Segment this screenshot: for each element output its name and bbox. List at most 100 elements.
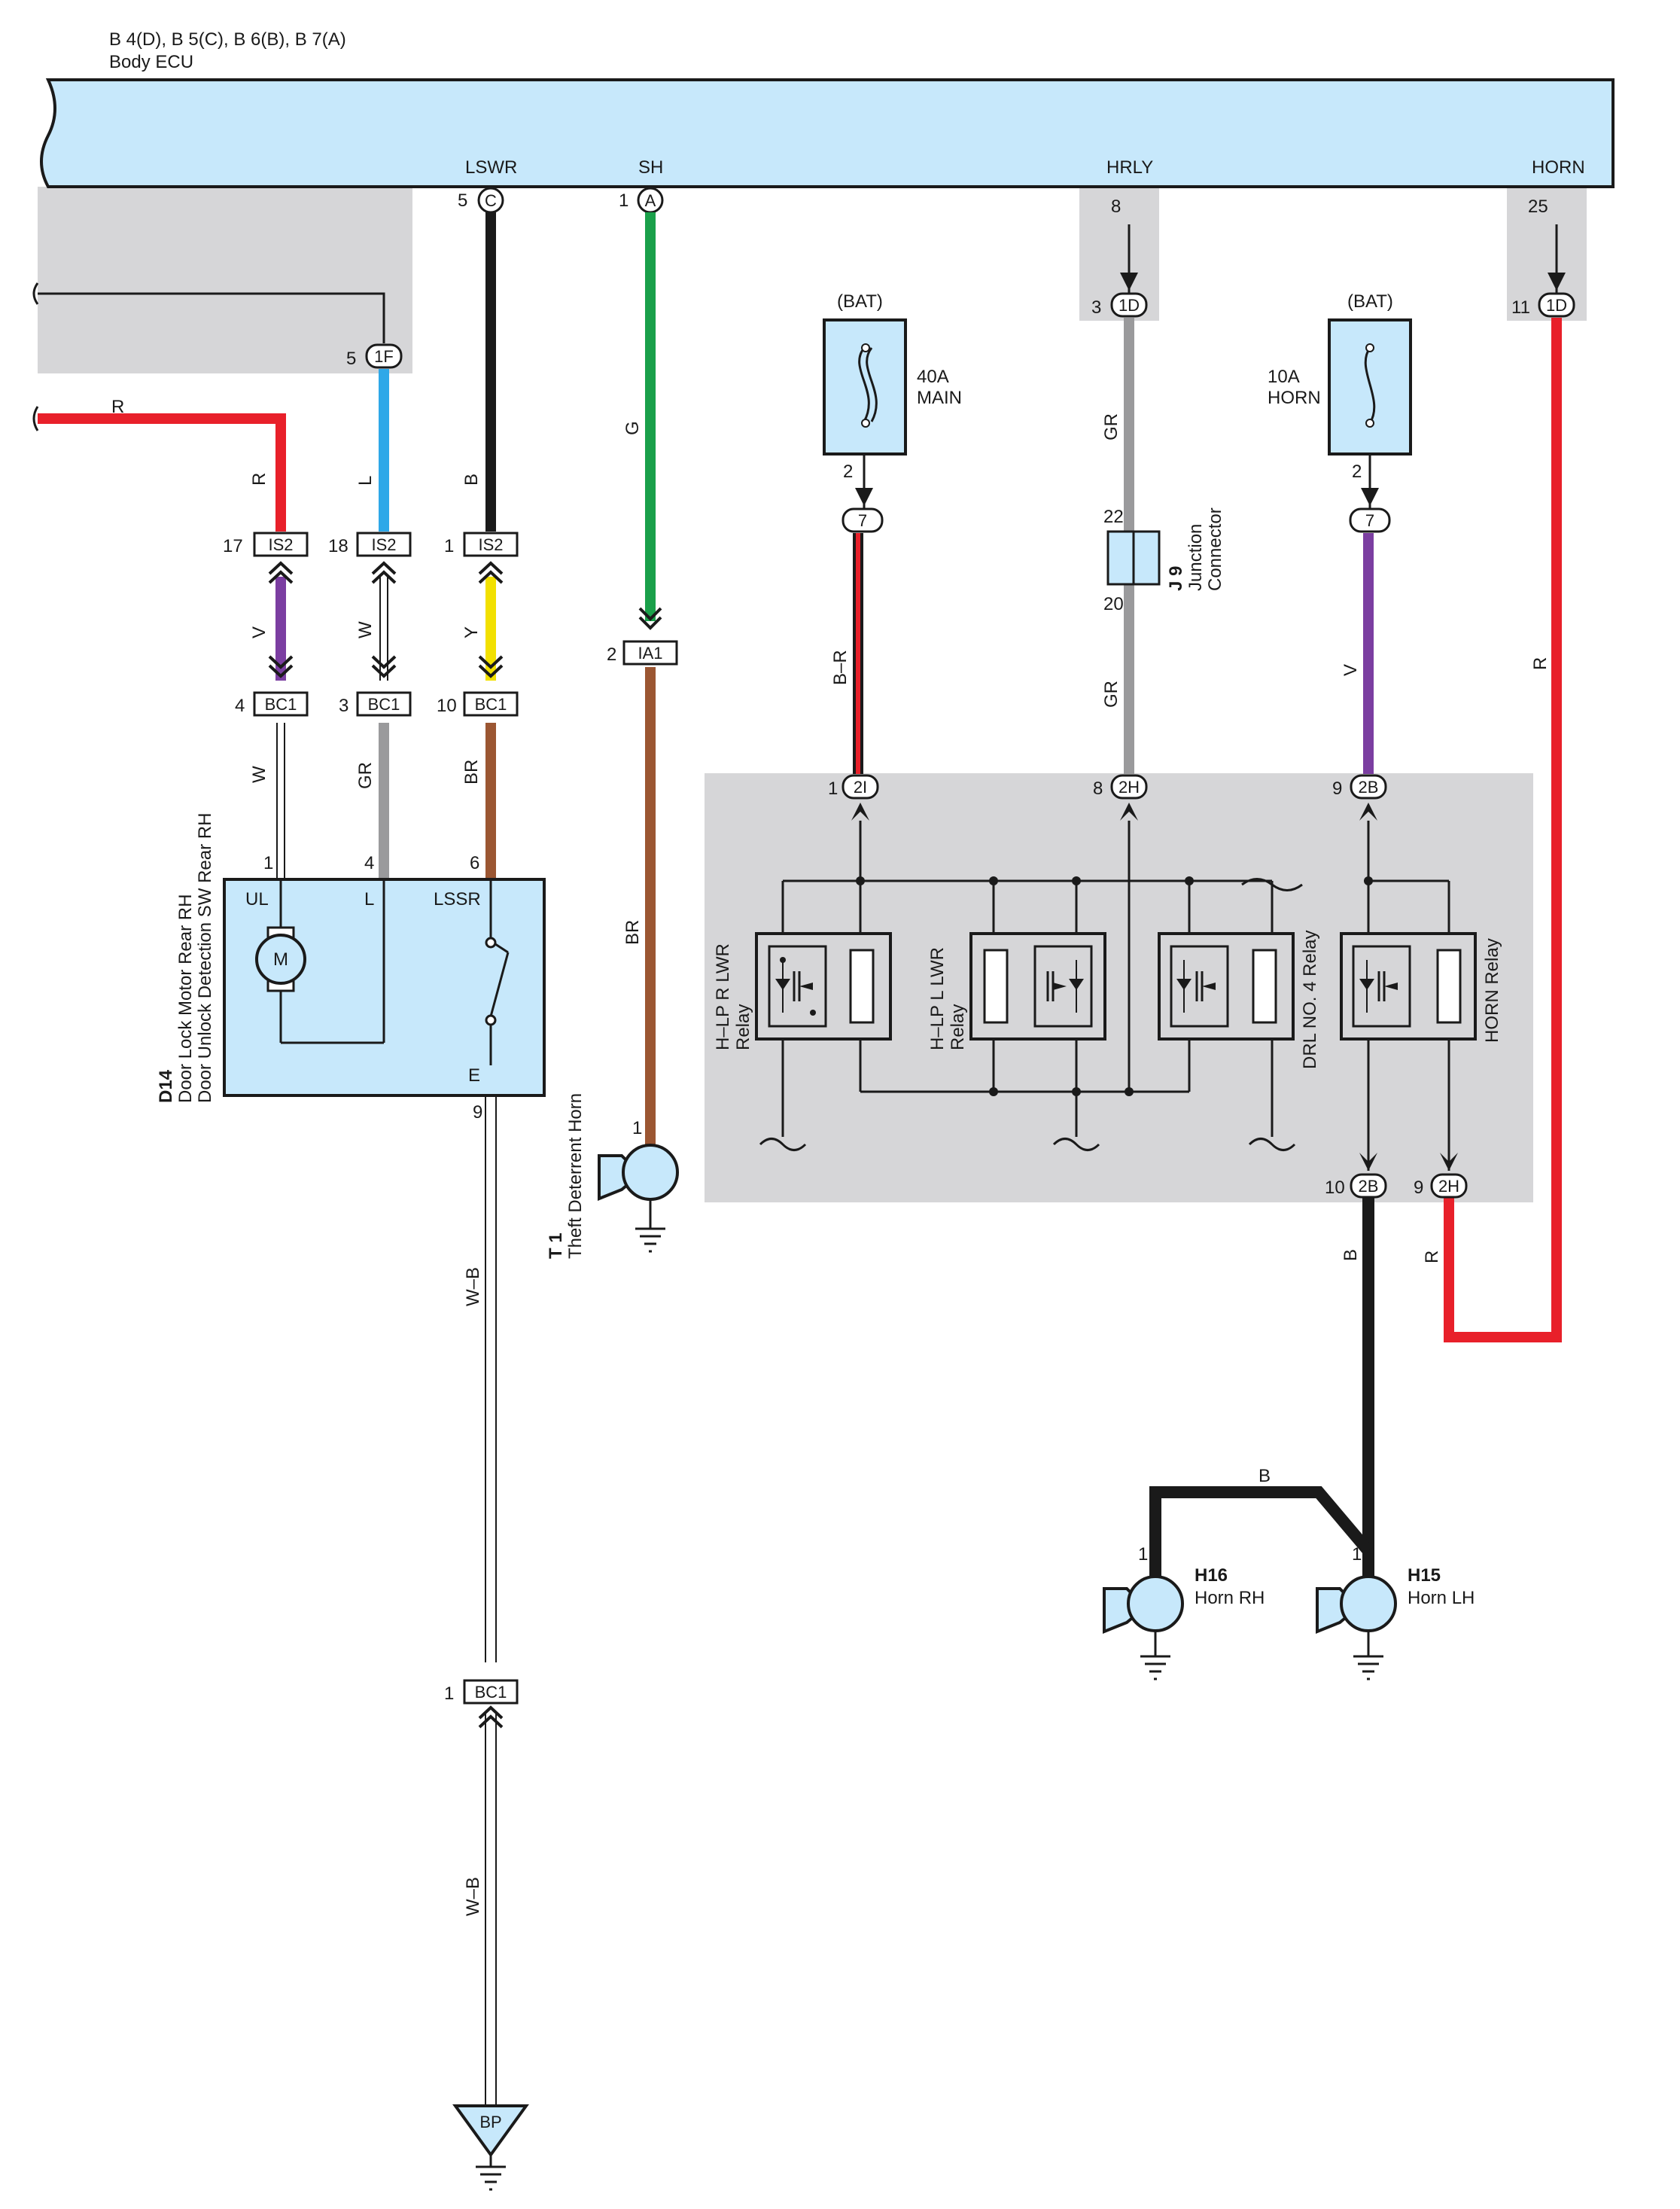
relay-hlp-l-label1: H–LP L LWR	[927, 947, 948, 1050]
relay-drl-label: DRL NO. 4 Relay	[1300, 931, 1320, 1070]
pin-lswr: 5	[458, 190, 467, 211]
wire-break-left	[32, 282, 39, 305]
fuse-main-name: MAIN	[917, 388, 962, 408]
relay-internal-wiring	[759, 821, 1450, 1171]
junction-id: J 9	[1166, 566, 1186, 591]
terminal-hrly: HRLY	[1106, 157, 1153, 178]
bp-ground-icon	[476, 2165, 506, 2191]
wire-label-w-is2: W	[355, 621, 376, 638]
junction-name2: Connector	[1205, 507, 1225, 591]
connector-7-horn-pin: 2	[1352, 462, 1362, 482]
ecu-connectors: B 4(D), B 5(C), B 6(B), B 7(A)	[109, 29, 346, 50]
connector-ia1-pin: 2	[607, 644, 616, 665]
junction-name1: Junction	[1185, 524, 1206, 591]
d14-name2: Door Unlock Detection SW Rear RH	[195, 813, 215, 1103]
pin-sh: 1	[619, 190, 628, 211]
connector-2b-10	[1350, 1173, 1387, 1199]
fuse-main-source: (BAT)	[837, 291, 883, 312]
d14-name1: Door Lock Motor Rear RH	[175, 894, 196, 1103]
connector-bc1-3-id: BC1	[368, 695, 400, 714]
connector-bc1-4-pin: 4	[235, 696, 245, 716]
connector-2b-10-id: 2B	[1359, 1177, 1379, 1196]
connector-1d-11	[1538, 292, 1575, 318]
arrow-fuse-horn	[1361, 488, 1379, 506]
relay-hlp-l-label2: Relay	[948, 1004, 968, 1050]
fuse-main-term-bottom	[861, 419, 870, 428]
d14-pin-e: 9	[473, 1102, 482, 1123]
d14-term-e: E	[468, 1065, 480, 1086]
connector-2h-9-pin: 9	[1414, 1178, 1423, 1198]
h15-horn-icon	[1340, 1575, 1397, 1632]
connector-2i	[842, 774, 879, 800]
arrow-2h-9	[1440, 1153, 1458, 1171]
wire-label-r-2h: R	[1422, 1251, 1442, 1263]
connector-1d-11-id: 1D	[1546, 296, 1567, 315]
h16-name: Horn RH	[1195, 1588, 1265, 1608]
d14-pin-l: 4	[364, 853, 374, 873]
connector-is2-1-id: IS2	[478, 535, 503, 554]
connector-7-horn-id: 7	[1365, 511, 1374, 530]
d14-switch-top	[485, 937, 497, 949]
connector-7-main-id: 7	[858, 511, 867, 530]
chevron-bc1-10	[478, 655, 504, 678]
fuse-horn-term-top	[1365, 343, 1374, 352]
connector-is2-17-pin: 17	[223, 536, 243, 556]
arrow-2i	[851, 803, 869, 821]
chevron-is2-17	[268, 561, 294, 584]
relay-hlp-r-label2: Relay	[733, 1004, 753, 1050]
connector-bc1-10-id: BC1	[475, 695, 507, 714]
wire-label-r-horn: R	[1530, 657, 1551, 670]
connector-bc1-4	[253, 691, 309, 717]
d14-term-l: L	[364, 889, 374, 909]
fuse-main-icon	[858, 347, 878, 422]
relay-hlp-r	[755, 932, 892, 1041]
connector-bc1-10	[463, 691, 519, 717]
relay-junction-dots	[856, 876, 1373, 1096]
wire-label-gr-hrly2: GR	[1101, 681, 1122, 708]
wire-label-wb-2: W–B	[463, 1877, 483, 1916]
wire-label-br-main: B–R	[830, 650, 851, 685]
t1-id: T 1	[546, 1232, 566, 1259]
arrow-fuse-main	[855, 488, 873, 506]
arrow-2b-10	[1359, 1153, 1377, 1171]
chevron-bc1-4	[268, 655, 294, 678]
d14-term-lssr: LSSR	[434, 889, 481, 909]
connector-1d-3-pin: 3	[1091, 297, 1101, 318]
relay-horn	[1340, 932, 1477, 1041]
connector-2b-9-id: 2B	[1359, 778, 1379, 797]
connector-is2-18-id: IS2	[371, 535, 396, 554]
bp-ground-triangle	[452, 2104, 529, 2158]
connector-bc1-3	[356, 691, 412, 717]
connector-2h-8-pin: 8	[1093, 778, 1103, 799]
arrow-2h-8	[1120, 803, 1138, 821]
wire-label-br-d14: BR	[461, 760, 482, 785]
h15-pin: 1	[1352, 1544, 1362, 1565]
h16-pin: 1	[1138, 1544, 1148, 1565]
wire-label-r-v: R	[249, 473, 269, 486]
ecu-pin-c: C	[485, 191, 497, 210]
wire-label-wb-1: W–B	[463, 1267, 483, 1306]
connector-2b-9	[1350, 774, 1387, 800]
h15-id: H15	[1408, 1565, 1441, 1586]
t1-ground-icon	[635, 1227, 665, 1253]
connector-is2-1	[463, 532, 519, 557]
t1-name: Theft Deterrent Horn	[565, 1093, 586, 1259]
connector-2i-pin: 1	[828, 778, 838, 799]
chevron-is2-1	[478, 561, 504, 584]
d14-id: D14	[156, 1069, 176, 1103]
connector-is2-18-pin: 18	[328, 536, 348, 556]
relay-drl	[1158, 932, 1295, 1041]
fuse-horn-term-bottom	[1365, 419, 1374, 428]
relay-hlp-r-label1: H–LP R LWR	[713, 943, 733, 1050]
connector-is2-17-id: IS2	[268, 535, 293, 554]
terminal-lswr: LSWR	[465, 157, 517, 178]
junction-pin-top: 22	[1103, 507, 1124, 527]
connector-bc1-3-pin: 3	[339, 696, 348, 716]
t1-pin: 1	[632, 1118, 642, 1138]
fuse-main-rating: 40A	[917, 367, 949, 387]
wire-break-red	[32, 406, 39, 431]
pin-hrly: 8	[1111, 197, 1121, 217]
wire-label-gr-d14: GR	[355, 762, 376, 789]
wire-label-y-is2: Y	[461, 626, 482, 638]
